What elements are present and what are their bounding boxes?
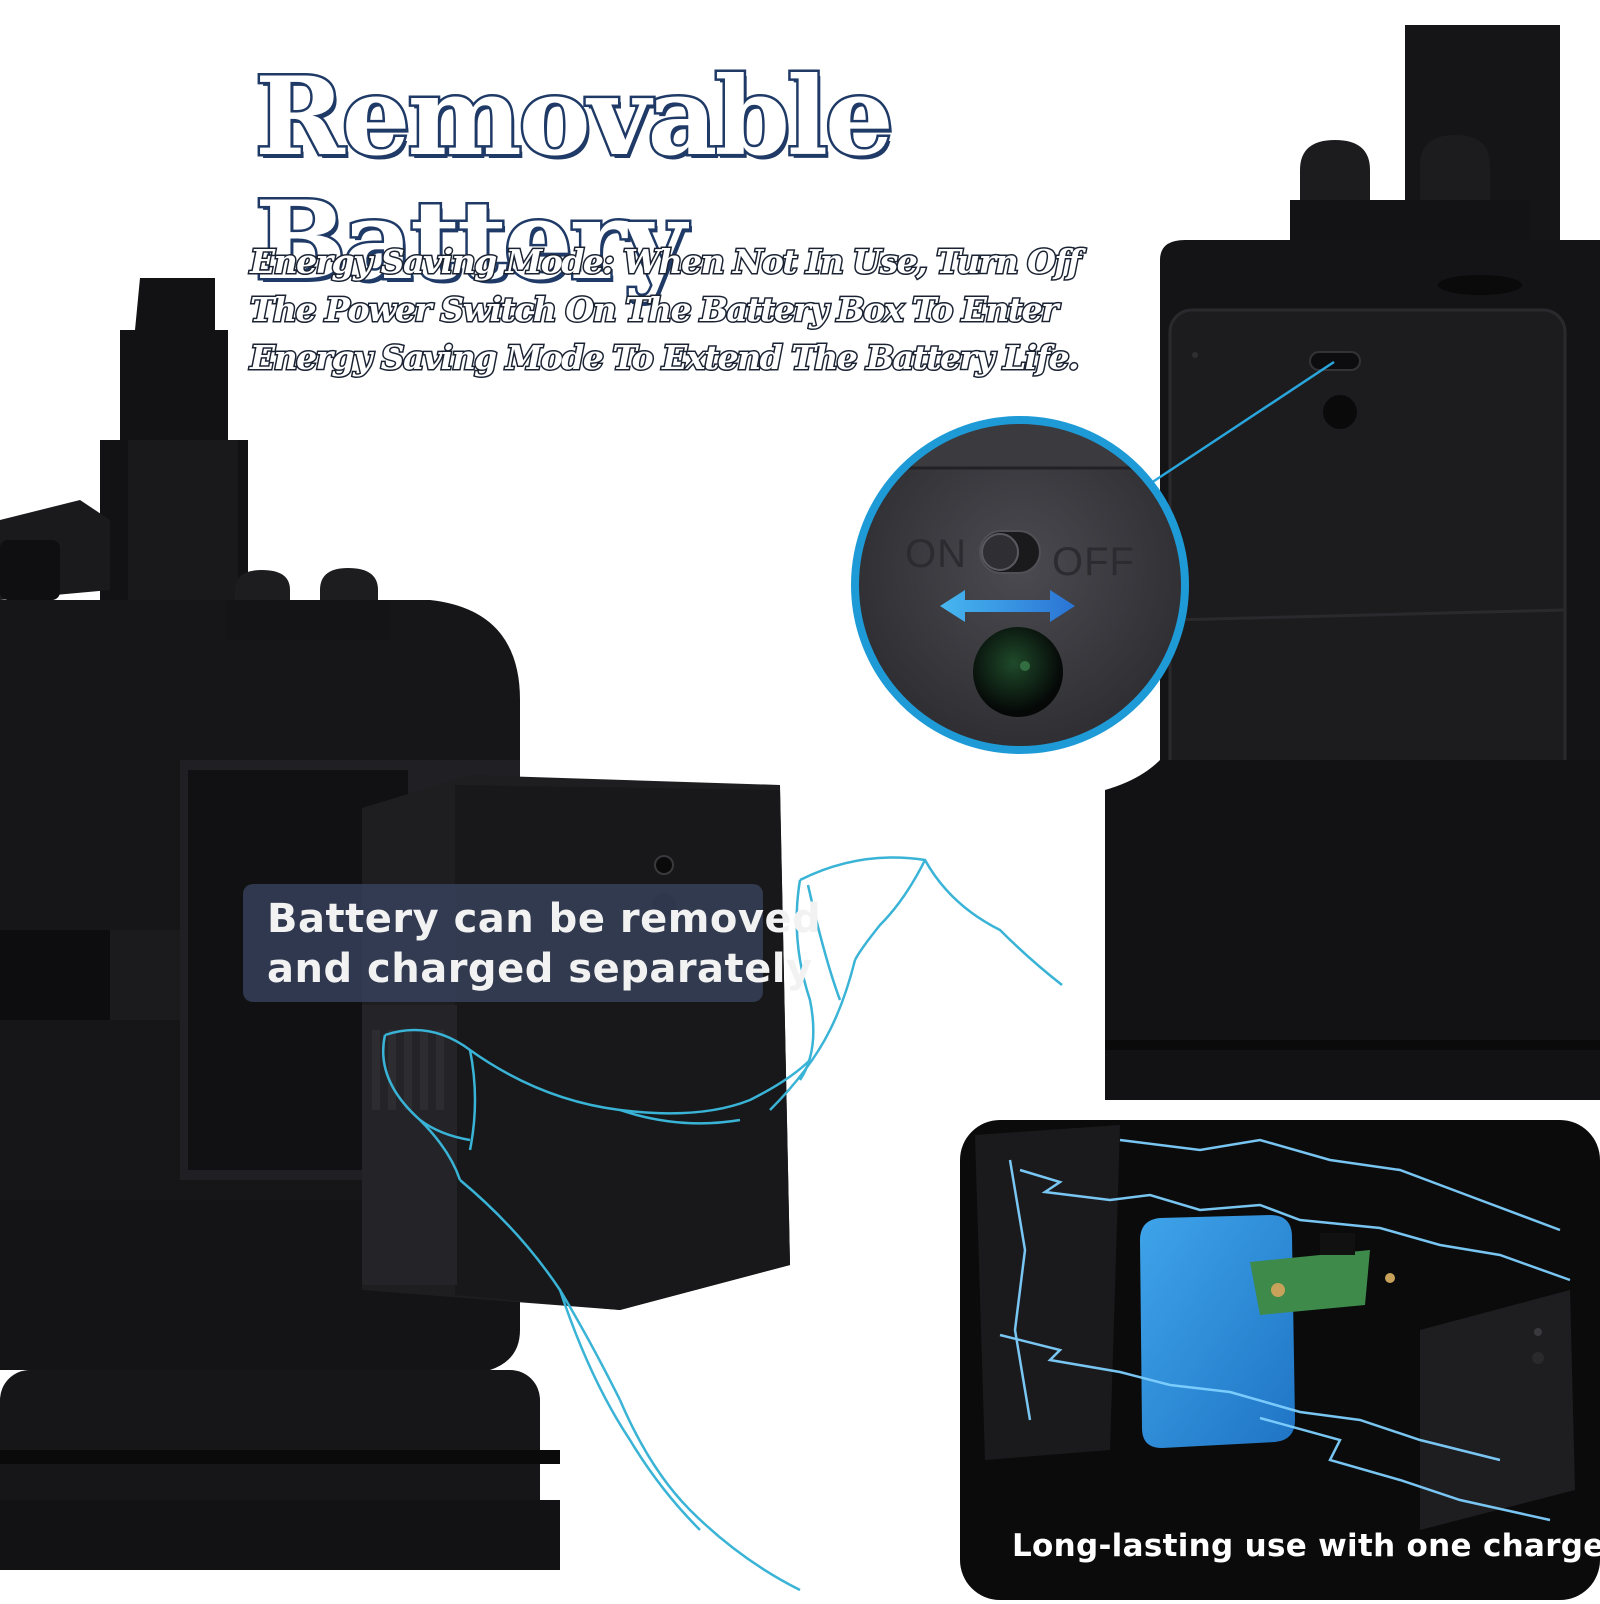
description-line-2: The Power Switch On The Battery Box To E… (249, 289, 1061, 331)
hand-sketch (381, 856, 1063, 1592)
page-title: Removable Battery (253, 52, 897, 306)
callout-box (243, 884, 763, 1002)
callout-line-1: Battery can be removed (267, 896, 822, 942)
energy-saving-description: Energy Saving Mode: When Not In Use, Tur… (249, 238, 1170, 382)
switch-off-label: OFF (1052, 540, 1135, 584)
battery-inset (956, 1116, 1600, 1604)
zoom-connector-line (1147, 360, 1335, 487)
callout-line-2: and charged separately (267, 946, 813, 992)
callout-text: Battery can be removed and charged separ… (267, 894, 822, 994)
switch-zoom (851, 416, 1189, 754)
description-line-3: Energy Saving Mode To Extend The Battery… (249, 337, 1082, 379)
switch-on-label: ON (905, 532, 967, 576)
description-line-1: Energy Saving Mode: When Not In Use, Tur… (249, 241, 1083, 283)
battery-box (362, 775, 790, 1310)
inset-caption: Long-lasting use with one charge (1012, 1528, 1600, 1564)
